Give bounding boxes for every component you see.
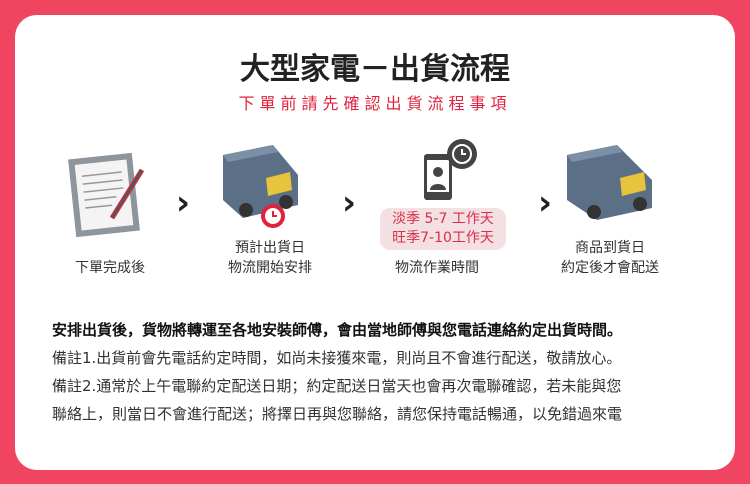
truck-clock-icon <box>223 145 298 228</box>
step-label-arrival: 商品到貨日約定後才會配送 <box>530 238 690 278</box>
notes-headline: 安排出貨後，貨物將轉運至各地安裝師傅，會由當地師傅與您電話連絡約定出貨時間。 <box>52 321 623 339</box>
page-title: 大型家電－出貨流程 <box>240 52 510 87</box>
peak-season-text: 旺季7-10工作天 <box>392 230 494 246</box>
content-card <box>15 15 735 470</box>
step-label-line: 商品到貨日 <box>575 240 645 256</box>
note-2-cont: 聯絡上，則當日不會進行配送；將擇日再與您聯絡，請您保持電話暢通，以免錯過來電 <box>52 405 623 423</box>
step-label-order: 下單完成後 <box>30 258 190 278</box>
step-label-line: 下單完成後 <box>75 260 145 276</box>
lead-time-badge: 淡季 5-7 工作天 旺季7-10工作天 <box>380 208 506 250</box>
step-label-line: 約定後才會配送 <box>561 260 659 276</box>
phone-clock-icon <box>424 139 477 200</box>
step-label-logistics: 物流作業時間 <box>357 258 517 278</box>
truck-icon <box>567 145 652 220</box>
chevron-right-icon: › <box>176 183 191 223</box>
clipboard-icon <box>68 152 145 238</box>
page-subtitle: 下單前請先確認出貨流程事項 <box>238 94 512 113</box>
step-label-line: 預計出貨日 <box>235 240 305 256</box>
delivery-notes: 安排出貨後，貨物將轉運至各地安裝師傅，會由當地師傅與您電話連絡約定出貨時間。 備… <box>52 316 712 428</box>
step-label-ship: 預計出貨日物流開始安排 <box>190 238 350 278</box>
chevron-right-icon: › <box>342 183 357 223</box>
off-season-text: 淡季 5-7 工作天 <box>392 211 494 227</box>
step-label-line: 物流作業時間 <box>395 260 479 276</box>
chevron-right-icon: › <box>538 183 553 223</box>
step-label-line: 物流開始安排 <box>228 260 312 276</box>
note-2: 備註2.通常於上午電聯約定配送日期；約定配送日當天也會再次電聯確認，若未能與您 <box>52 377 622 395</box>
note-1: 備註1.出貨前會先電話約定時間，如尚未接獲來電，則尚且不會進行配送，敬請放心。 <box>52 349 622 367</box>
